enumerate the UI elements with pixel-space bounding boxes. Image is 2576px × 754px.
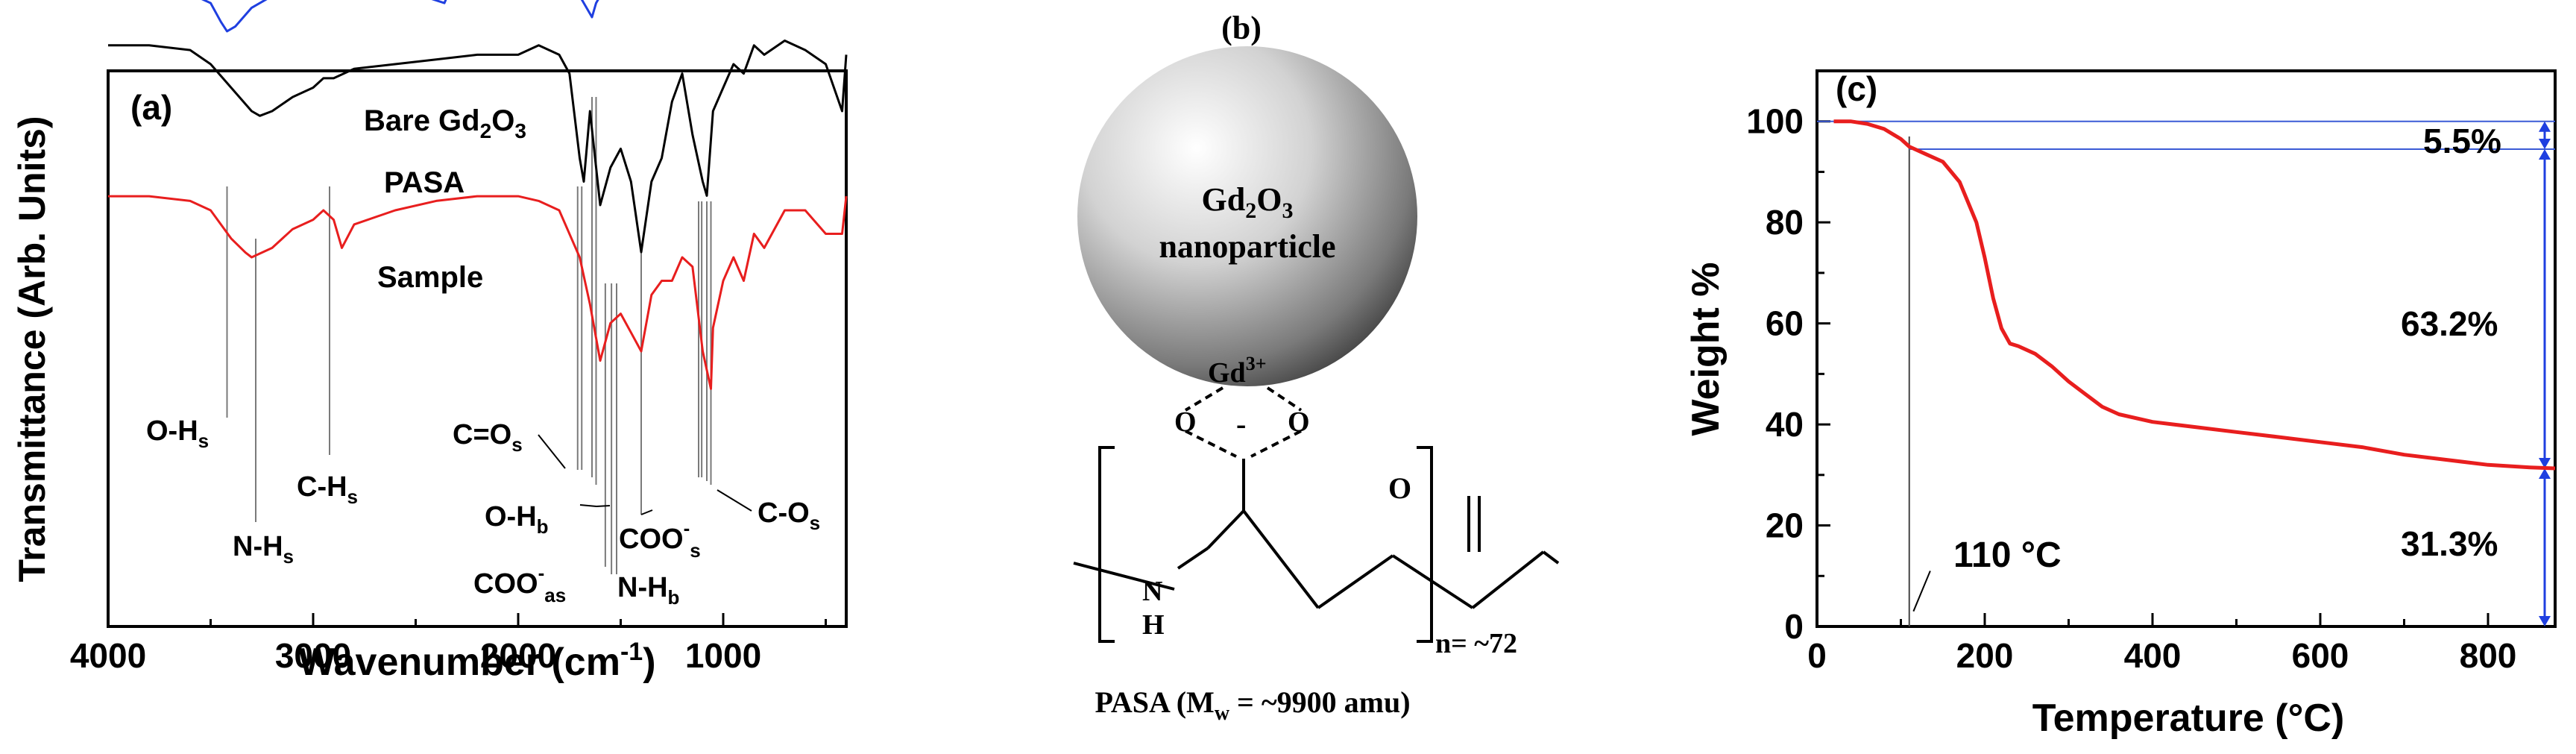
arrow-loss-63-2-head-bottom: [2539, 458, 2551, 469]
tga-weight-curve: [1833, 119, 2556, 471]
carbonyl-o: O: [1388, 471, 1411, 505]
repeat-count: n= ~72: [1435, 628, 1517, 659]
temp-110-leader: [1912, 571, 1931, 612]
coordination-bonds: [1184, 386, 1303, 458]
panel-c-guides: [1817, 120, 2555, 626]
panel-c-frame: [1816, 69, 2557, 628]
carboxylate-o-left: O: [1174, 406, 1197, 438]
panel-a-x-axis-label: Wavenumber (cm-1): [298, 638, 655, 684]
x-tick-label: 800: [2460, 636, 2517, 675]
panel-a-band-markers: [226, 97, 712, 574]
legend-bare-gd2o3: Bare Gd2O3: [364, 104, 526, 142]
ann-110c: 110 °C: [1953, 535, 2062, 575]
x-tick-label: 600: [2292, 636, 2349, 675]
ann-coo-asym: COO-as: [473, 562, 566, 606]
sphere-formula: Gd2O3: [1202, 181, 1294, 223]
ann-oh-bend: O-Hb: [485, 501, 549, 538]
amide-h: H: [1142, 609, 1165, 641]
arrow-loss-5-5-head-bottom: [2539, 138, 2551, 149]
sphere-caption: nanoparticle: [1159, 228, 1335, 265]
ann-c-o-stretch: C-Os: [758, 497, 820, 534]
ann-c-double-o: C=Os: [453, 419, 523, 456]
legend-sample: Sample: [377, 261, 483, 294]
panel-a-leader-arrows: [538, 434, 752, 515]
amide-n: N: [1142, 576, 1162, 607]
panel-c-y-axis-label: Weight %: [1684, 262, 1728, 436]
legend-pasa: PASA: [384, 166, 465, 199]
y-tick-label: 60: [1766, 304, 1804, 343]
sample-spectrum: [108, 195, 848, 390]
y-tick-label: 0: [1784, 607, 1804, 646]
panel-c: 0 200 400 600 800 0 20 40 60 80 100 (c) 110 °C 5.5…: [1684, 69, 2557, 740]
panel-c-x-axis-label: Temperature (°C): [2032, 697, 2345, 740]
panel-c-label: (c): [1836, 69, 1877, 108]
panel-c-tga-curve: [1833, 119, 2556, 471]
panel-b-label: (b): [1221, 10, 1262, 46]
x-tick-label: 4000: [70, 636, 146, 675]
ann-oh-stretch: O-Hs: [146, 415, 209, 452]
charge-minus: -: [1236, 407, 1246, 441]
pasa-spectrum: [108, 40, 848, 254]
y-tick-label: 20: [1766, 506, 1804, 545]
ann-residue-31-3: 31.3%: [2401, 524, 2498, 563]
ann-nh-stretch: N-Hs: [233, 531, 294, 568]
panel-b: (b) Gd2O3 nanoparticle Gd3+ O O -: [1073, 10, 1560, 725]
x-tick-label: 2000: [480, 636, 556, 675]
bare-gd2o3-spectrum: [201, 0, 599, 33]
pasa-backbone: [1073, 446, 1560, 643]
ann-loss-5-5: 5.5%: [2423, 122, 2501, 160]
panel-a-label: (a): [130, 88, 172, 127]
arrow-loss-5-5-head-top: [2539, 121, 2551, 132]
x-tick-label: 1000: [685, 636, 761, 675]
arrow-residue-head-bottom: [2539, 616, 2551, 626]
y-tick-label: 100: [1746, 102, 1804, 141]
panel-a-spectra: [108, 0, 848, 390]
gd2o3-nanoparticle: [1077, 46, 1417, 386]
ann-nh-bend: N-Hb: [617, 572, 679, 609]
panel-a-y-axis-label: Transmittance (Arb. Units): [11, 116, 53, 582]
arrow-loss-63-2-head-top: [2539, 148, 2551, 160]
arrow-residue-head-top: [2539, 468, 2551, 480]
gd-ion: Gd3+: [1208, 353, 1267, 389]
y-tick-label: 40: [1766, 405, 1804, 444]
x-tick-label: 400: [2124, 636, 2182, 675]
panel-a-frame: [107, 69, 848, 628]
panel-c-ticks: 0 200 400 600 800 0 20 40 60 80 100: [1746, 102, 2516, 675]
ann-coo-sym: COO-s: [619, 517, 701, 562]
x-tick-label: 200: [1956, 636, 2014, 675]
panel-a-x-ticks: 4000 3000 2000 1000: [70, 613, 827, 675]
ann-loss-63-2: 63.2%: [2401, 304, 2498, 343]
x-tick-label: 3000: [275, 636, 351, 675]
y-tick-label: 80: [1766, 203, 1804, 242]
carboxylate-o-right: O: [1288, 406, 1310, 438]
x-tick-label: 0: [1807, 636, 1827, 675]
panel-a: 4000 3000 2000 1000 (a) Bare Gd2O3 PASA Sam…: [11, 0, 848, 684]
pasa-caption: PASA (Mw = ~9900 amu): [1095, 685, 1410, 725]
ann-ch-stretch: C-Hs: [297, 471, 358, 508]
